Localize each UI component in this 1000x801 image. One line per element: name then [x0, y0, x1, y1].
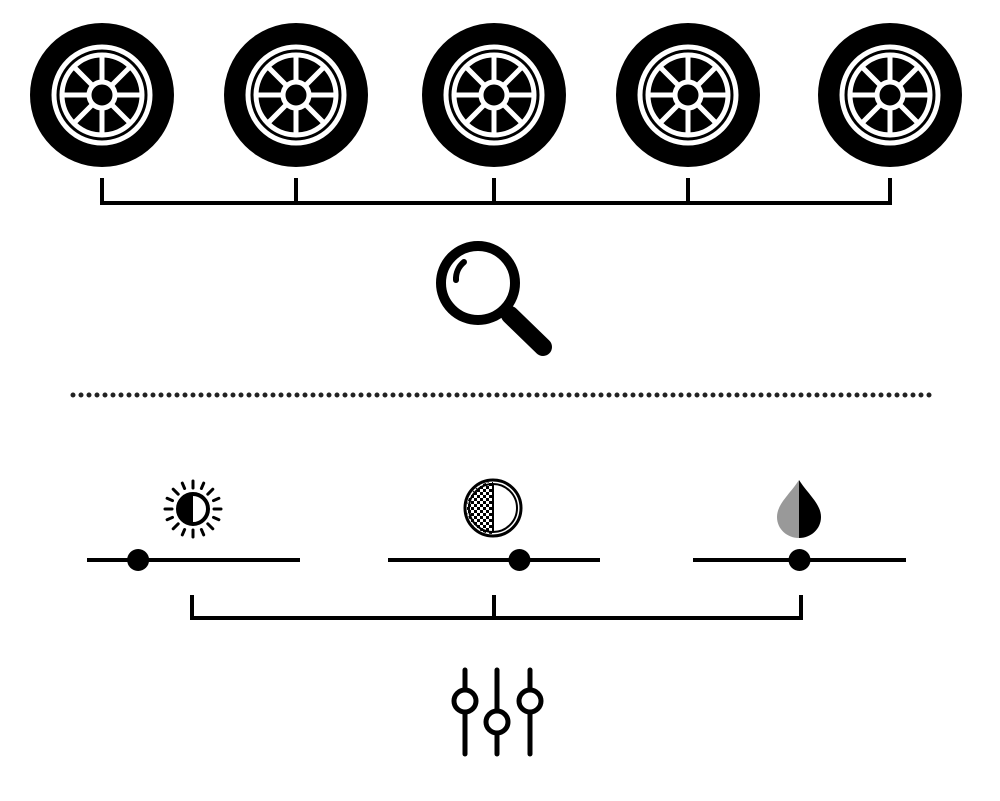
saturation-slider-handle[interactable] — [788, 549, 811, 571]
top-connector — [100, 178, 892, 205]
contrast-slider-handle[interactable] — [508, 549, 531, 571]
sliders-settings-icon — [451, 667, 544, 757]
saturation-drop-icon — [777, 480, 821, 538]
brightness-icon — [163, 479, 223, 539]
magnifier-icon — [436, 241, 552, 356]
tire-icon — [818, 23, 962, 167]
wheels-row — [30, 23, 962, 167]
bottom-connector — [190, 595, 803, 620]
tire-icon — [30, 23, 174, 167]
contrast-icon — [463, 478, 523, 538]
tire-icon — [224, 23, 368, 167]
tire-icon — [422, 23, 566, 167]
adjustment-sliders — [87, 549, 906, 571]
brightness-slider-handle[interactable] — [127, 549, 150, 571]
tire-icon — [616, 23, 760, 167]
